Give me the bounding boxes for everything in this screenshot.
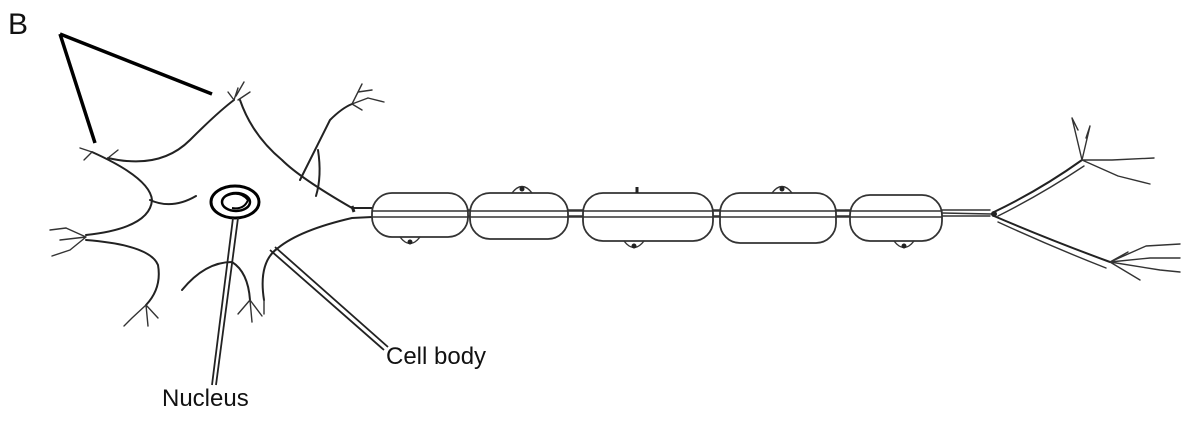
myelin-segment — [850, 195, 942, 241]
myelin-segment — [372, 193, 468, 237]
dendrites — [50, 82, 384, 326]
myelin-segment — [720, 193, 836, 243]
nucleus-leader-line — [212, 218, 238, 385]
label-nucleus: Nucleus — [162, 385, 249, 413]
axon-terminal — [942, 118, 1180, 280]
label-cell-body: Cell body — [386, 343, 486, 371]
label-b-pointer-lines — [60, 34, 212, 143]
myelin-segment — [470, 193, 568, 239]
cell-body-leader-line — [270, 247, 388, 350]
cell-body-outline — [86, 100, 392, 305]
label-b: B — [8, 8, 28, 42]
myelin-sheath — [372, 193, 942, 243]
nucleus — [211, 186, 259, 218]
